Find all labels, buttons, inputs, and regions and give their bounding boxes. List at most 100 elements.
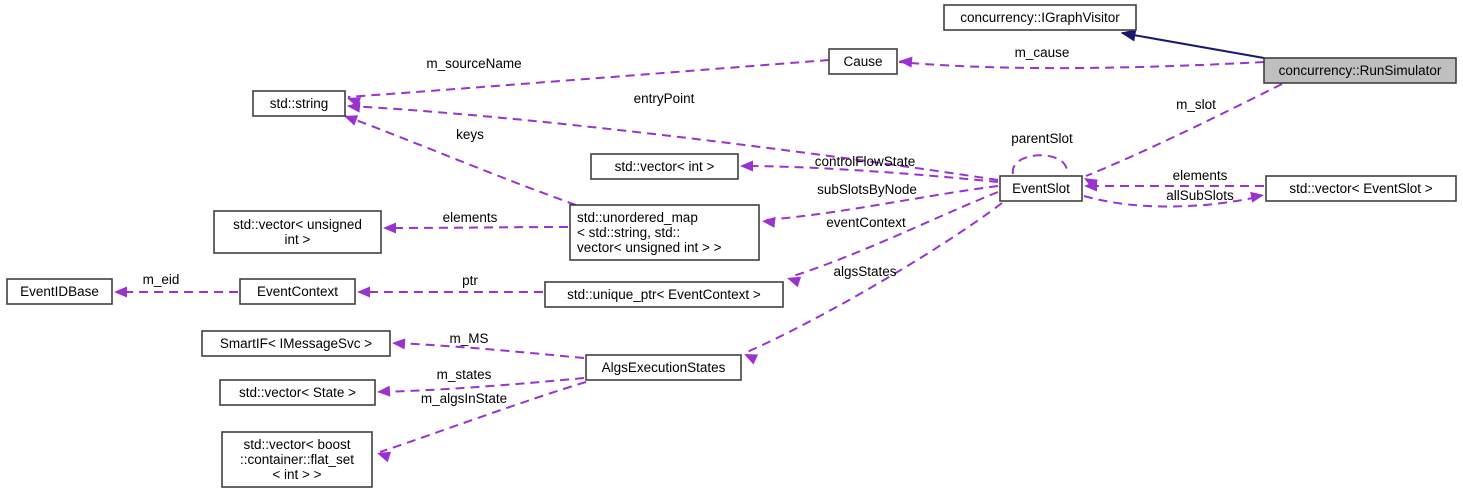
- association-arrowhead: [392, 338, 406, 350]
- node-box[interactable]: [221, 431, 373, 488]
- association-arrowhead: [899, 56, 913, 68]
- edge-e-entrypoint: [347, 101, 999, 181]
- edge-label-e-slot: m_slot: [1176, 97, 1216, 112]
- edge-line: [347, 59, 830, 98]
- edge-line: [1083, 195, 1263, 208]
- edge-e-malgsinstate: [377, 381, 587, 463]
- node-smartif[interactable]: SmartIF< IMessageSvc >: [201, 330, 391, 357]
- node-box[interactable]: [1263, 57, 1457, 84]
- node-uniqueptrctx[interactable]: std::unique_ptr< EventContext >: [544, 281, 784, 308]
- node-box[interactable]: [213, 210, 382, 254]
- node-label-line: std::string: [270, 96, 329, 111]
- edge-line: [742, 165, 999, 183]
- edge-line: [1011, 154, 1069, 175]
- node-label-line: std::vector< boost: [244, 437, 351, 452]
- association-arrowhead: [383, 222, 396, 234]
- node-cause[interactable]: Cause: [828, 48, 898, 75]
- association-arrowhead: [347, 101, 361, 113]
- nodes-layer: concurrency::IGraphVisitorconcurrency::R…: [6, 4, 1457, 488]
- node-box[interactable]: [590, 153, 739, 180]
- association-arrowhead: [377, 385, 391, 397]
- node-vectorstate[interactable]: std::vector< State >: [219, 379, 376, 406]
- association-arrowhead: [740, 160, 753, 172]
- node-eventcontext[interactable]: EventContext: [239, 278, 356, 305]
- edge-label-e-allsubslots: allSubSlots: [1166, 188, 1234, 203]
- edge-e-keys: [344, 115, 577, 206]
- edge-line: [385, 226, 569, 229]
- node-box[interactable]: [219, 379, 376, 406]
- node-vectorboostflatset[interactable]: std::vector< boost::container::flat_set<…: [221, 431, 373, 488]
- association-arrowhead: [377, 451, 392, 463]
- node-box[interactable]: [585, 354, 742, 381]
- edge-line: [1121, 32, 1265, 59]
- edge-label-e-malgsinstate: m_algsInState: [421, 391, 507, 406]
- node-label-line: EventContext: [257, 284, 338, 299]
- association-arrowhead: [1250, 191, 1264, 203]
- node-label-line: std::vector< EventSlot >: [1289, 181, 1432, 196]
- edge-e-mstates: [377, 377, 585, 397]
- node-runsimulator[interactable]: concurrency::RunSimulator: [1263, 57, 1457, 84]
- association-arrowhead: [357, 286, 370, 298]
- edge-label-e-cause: m_cause: [1015, 45, 1070, 60]
- node-eventslot[interactable]: EventSlot: [999, 175, 1083, 202]
- edge-line: [789, 191, 999, 278]
- edge-e-controlflow: [740, 160, 999, 183]
- edge-e-mms: [392, 338, 585, 359]
- node-label-line: concurrency::IGraphVisitor: [960, 10, 1120, 25]
- node-box[interactable]: [569, 204, 760, 261]
- node-label-line: < int > >: [272, 467, 321, 482]
- edge-line: [898, 61, 1265, 70]
- node-vectorint[interactable]: std::vector< int >: [590, 153, 739, 180]
- edge-line: [347, 105, 999, 181]
- node-box[interactable]: [201, 330, 391, 357]
- edge-line: [344, 115, 577, 206]
- node-label-line: EventIDBase: [20, 284, 99, 299]
- node-eventidbase[interactable]: EventIDBase: [6, 278, 113, 305]
- edge-e-inherit: [1120, 29, 1265, 59]
- edge-e-algsstates: [744, 202, 1003, 365]
- node-box[interactable]: [544, 281, 784, 308]
- edge-label-e-mstates: m_states: [437, 367, 492, 382]
- node-box[interactable]: [943, 4, 1137, 31]
- node-box[interactable]: [828, 48, 898, 75]
- association-arrowhead: [1084, 180, 1097, 192]
- node-stdstring[interactable]: std::string: [252, 90, 346, 117]
- node-box[interactable]: [6, 278, 113, 305]
- node-label-line: AlgsExecutionStates: [602, 360, 726, 375]
- inheritance-arrowhead: [1120, 29, 1137, 42]
- node-box[interactable]: [1265, 175, 1457, 202]
- node-label-line: Cause: [843, 54, 882, 69]
- node-igraphvisitor[interactable]: concurrency::IGraphVisitor: [943, 4, 1137, 31]
- node-box[interactable]: [252, 90, 346, 117]
- edge-line: [394, 342, 585, 359]
- association-arrowhead: [114, 286, 127, 298]
- edge-label-e-subslots: subSlotsByNode: [817, 182, 917, 197]
- node-label-line: int >: [285, 232, 311, 247]
- edge-label-e-meid: m_eid: [143, 272, 180, 287]
- node-box[interactable]: [999, 175, 1083, 202]
- node-label-line: std::vector< unsigned: [233, 217, 362, 232]
- edge-e-meid: [114, 286, 238, 298]
- node-label-line: EventSlot: [1012, 181, 1070, 196]
- node-label-line: vector< unsigned int > >: [577, 240, 722, 255]
- edge-e-cause: [898, 56, 1265, 70]
- edge-line: [379, 381, 587, 453]
- edge-e-elements-uint: [383, 222, 569, 234]
- edge-e-allsubslots: [1083, 191, 1264, 208]
- edge-label-e-mms: m_MS: [449, 331, 488, 346]
- association-arrowhead: [787, 276, 802, 288]
- edge-label-e-controlflow: controlFlowState: [815, 154, 916, 169]
- node-box[interactable]: [239, 278, 356, 305]
- association-arrowhead: [744, 354, 759, 365]
- edge-label-e-ptr: ptr: [462, 273, 478, 288]
- node-algsexecstates[interactable]: AlgsExecutionStates: [585, 354, 742, 381]
- node-label-line: concurrency::RunSimulator: [1279, 63, 1442, 78]
- edge-e-elements-slot: [1084, 180, 1264, 192]
- edge-line: [746, 202, 1003, 353]
- node-unorderedmap[interactable]: std::unordered_map< std::string, std::ve…: [569, 204, 760, 261]
- node-vectoreventslot[interactable]: std::vector< EventSlot >: [1265, 175, 1457, 202]
- node-label-line: SmartIF< IMessageSvc >: [220, 336, 372, 351]
